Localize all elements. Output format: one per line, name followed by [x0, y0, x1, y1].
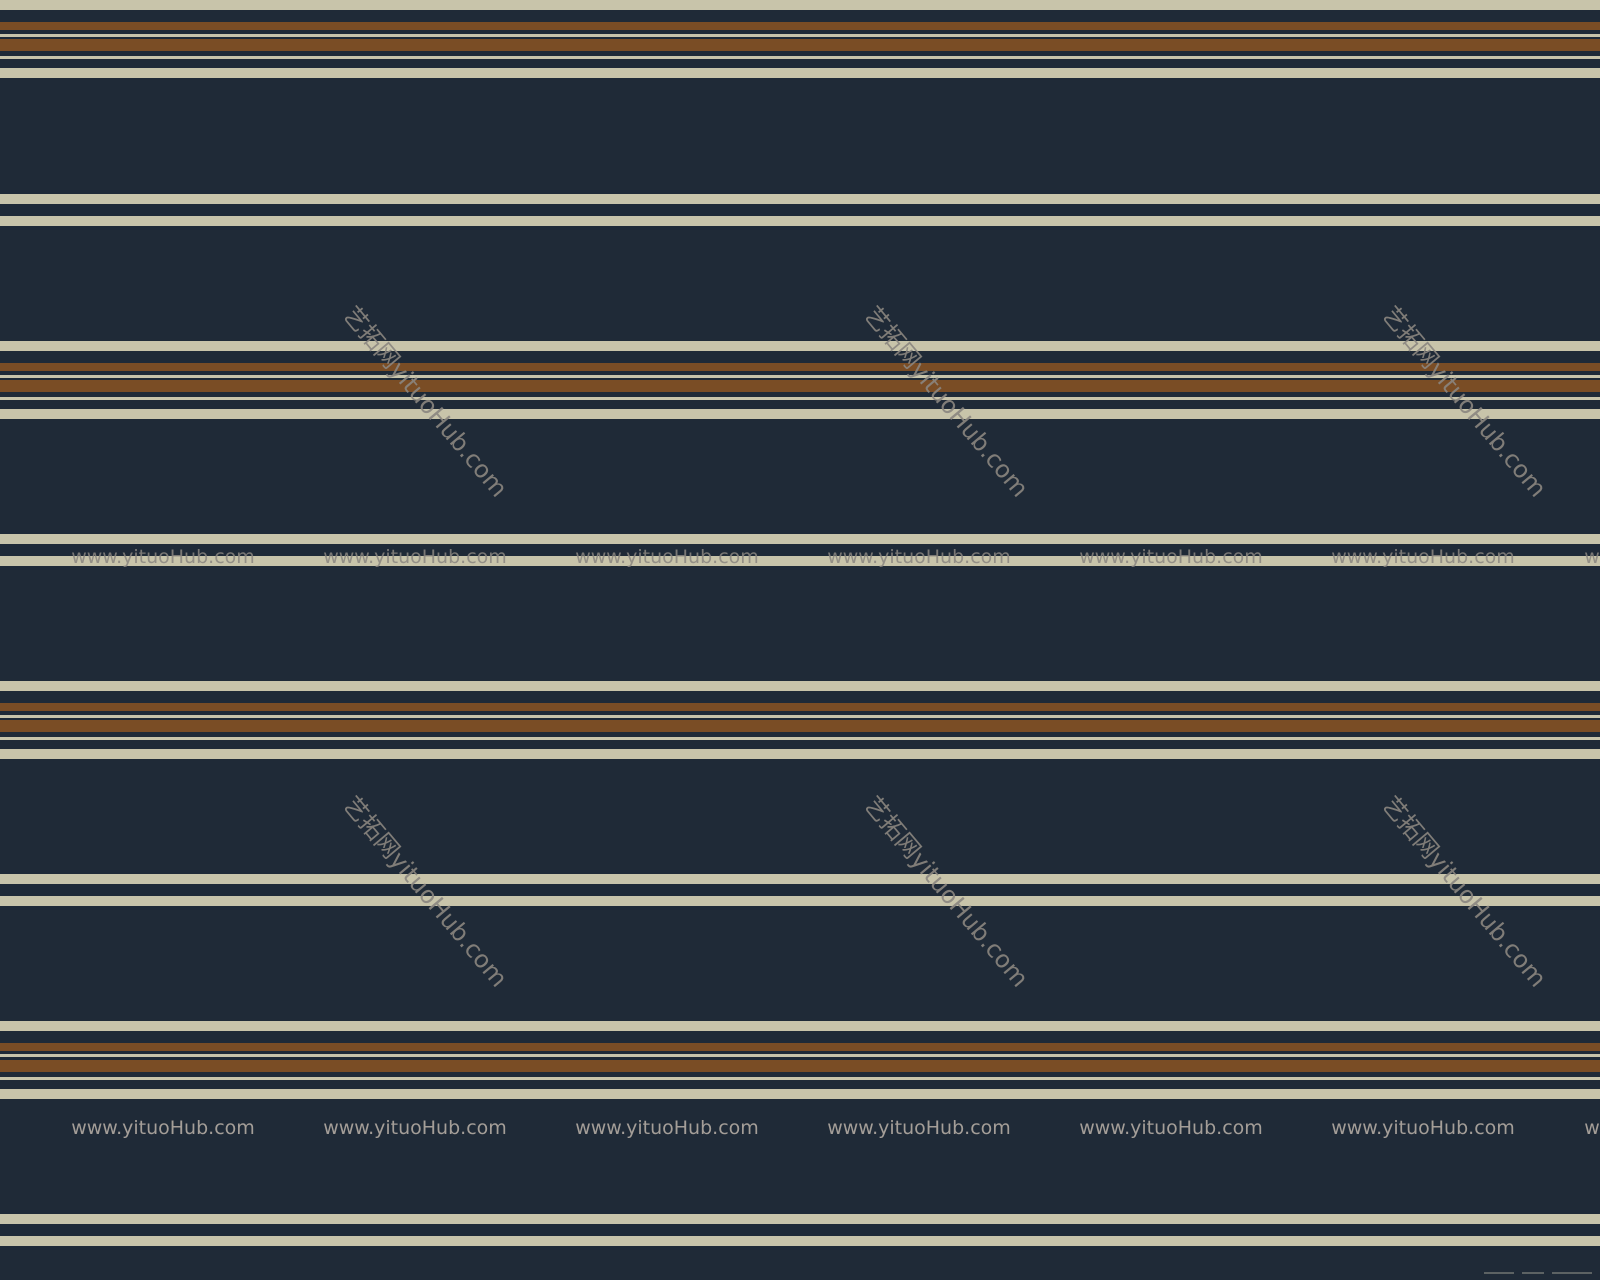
brown-stripe: [0, 39, 1600, 51]
brown-stripe: [0, 22, 1600, 30]
cream-stripe: [0, 409, 1600, 419]
cream-stripe: [0, 1054, 1600, 1057]
watermark-text: www.yituoHub.com: [827, 1117, 1011, 1139]
cream-stripe: [0, 0, 1600, 10]
watermark-text: www.yituoHub.com: [323, 546, 507, 568]
cream-stripe: [0, 397, 1600, 400]
cream-stripe: [0, 749, 1600, 759]
cream-stripe: [0, 34, 1600, 37]
cream-stripe: [0, 216, 1600, 226]
watermark-text: www.yituoHub.com: [1079, 546, 1263, 568]
watermark-text: www.yituoHub.com: [71, 1117, 255, 1139]
watermark-text: www.yituoHub.com: [1331, 1117, 1515, 1139]
watermark-text: www.yituoHub.com: [1584, 1117, 1600, 1139]
watermark-text: www.yituoHub.com: [323, 1117, 507, 1139]
cream-stripe: [0, 556, 1600, 566]
cream-stripe: [0, 1089, 1600, 1099]
watermark-row-middle: www.yituoHub.com www.yituoHub.com www.yitu…: [0, 545, 1600, 569]
watermark-text: www.yituoHub.com: [575, 1117, 759, 1139]
watermark-text: www.yituoHub.com: [827, 546, 1011, 568]
cream-stripe: [0, 68, 1600, 78]
brown-stripe: [0, 1060, 1600, 1072]
cream-stripe: [0, 896, 1600, 906]
corner-logo-mark: [1484, 1252, 1594, 1274]
cream-stripe: [0, 681, 1600, 691]
cream-stripe: [0, 534, 1600, 544]
brown-stripe: [0, 380, 1600, 392]
brown-stripe: [0, 1043, 1600, 1051]
cream-stripe: [0, 375, 1600, 378]
cream-stripe: [0, 341, 1600, 351]
watermark-text: www.yituoHub.com: [1079, 1117, 1263, 1139]
cream-stripe: [0, 874, 1600, 884]
watermark-text: www.yituoHub.com: [1584, 546, 1600, 568]
cream-stripe: [0, 194, 1600, 204]
watermark-row-bottom: www.yituoHub.com www.yituoHub.com www.yitu…: [0, 1116, 1600, 1140]
brown-stripe: [0, 703, 1600, 711]
watermark-text: www.yituoHub.com: [1331, 546, 1515, 568]
cream-stripe: [0, 1077, 1600, 1080]
brown-stripe: [0, 363, 1600, 371]
cream-stripe: [0, 1021, 1600, 1031]
brown-stripe: [0, 720, 1600, 732]
watermark-text: www.yituoHub.com: [575, 546, 759, 568]
cream-stripe: [0, 715, 1600, 718]
cream-stripe: [0, 1236, 1600, 1246]
cream-stripe: [0, 56, 1600, 59]
cream-stripe: [0, 1214, 1600, 1224]
watermark-text: www.yituoHub.com: [71, 546, 255, 568]
cream-stripe: [0, 737, 1600, 740]
